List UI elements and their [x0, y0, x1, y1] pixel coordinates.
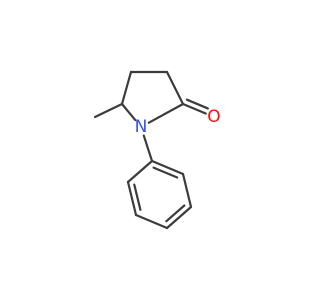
phenyl-bond-4 — [165, 205, 193, 230]
phenyl-inner-bond-3 — [152, 166, 179, 179]
bonds — [93, 70, 209, 230]
bond-c5-c4 — [120, 70, 133, 106]
phenyl-bond-6 — [150, 159, 185, 176]
bond-c3-c2 — [165, 70, 185, 106]
phenyl-bond-5 — [181, 172, 193, 209]
bond-n-c5 — [120, 102, 137, 122]
bond-c5-methyl — [93, 102, 124, 119]
phenyl-inner-bond-2 — [165, 204, 186, 223]
phenyl-bond-3 — [134, 213, 169, 230]
nitrogen-atom-label: N — [135, 117, 148, 137]
bond-c2-o-2 — [185, 98, 209, 110]
oxygen-atom-label: O — [207, 107, 220, 127]
phenyl-inner-bond-1 — [133, 183, 142, 211]
phenyl-bond-2 — [126, 180, 138, 217]
bond-c2-n — [147, 102, 185, 124]
bond-n-phenyl — [142, 134, 154, 163]
phenyl-bond-1 — [126, 159, 154, 184]
bond-c2-o-1 — [181, 102, 207, 115]
